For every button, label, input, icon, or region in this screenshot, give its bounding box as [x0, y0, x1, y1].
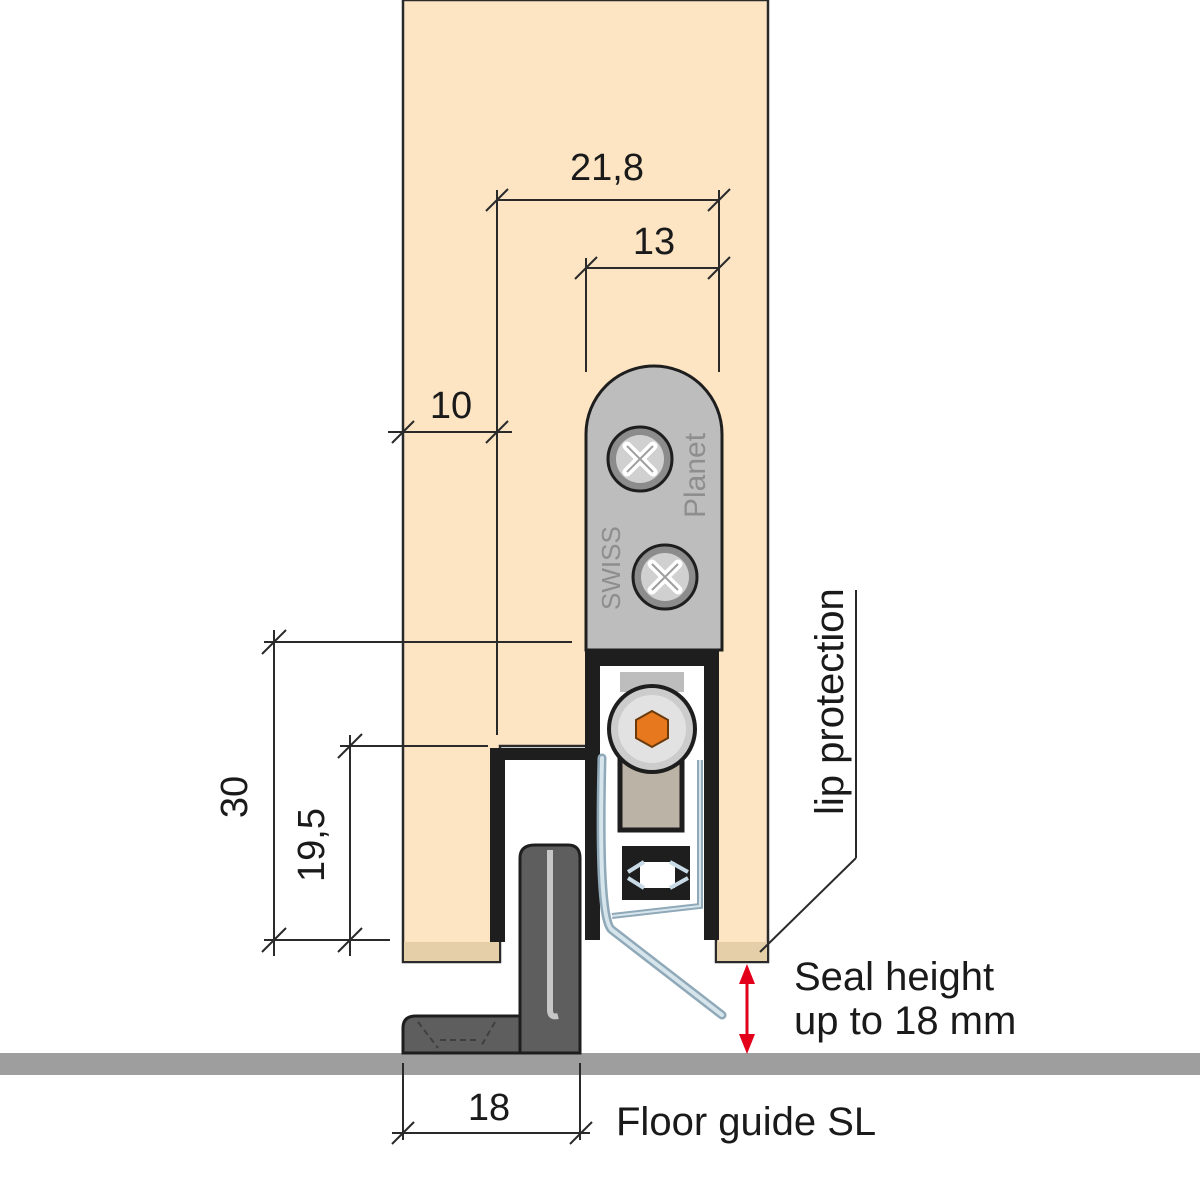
sealing-lip-highlight: [599, 756, 724, 1017]
sealing-lip-right-highlight: [611, 760, 701, 917]
label-seal-height-line2: up to 18 mm: [794, 999, 1016, 1043]
dimension-30: 30: [214, 776, 256, 818]
dimension-21-8: 21,8: [570, 147, 644, 189]
profile-hook: [490, 748, 588, 942]
floor-guide-base-groove: [417, 1021, 496, 1049]
label-floor-guide: Floor guide SL: [616, 1100, 876, 1144]
dimension-18: 18: [468, 1087, 510, 1129]
floor-guide-fin-ridge: [547, 850, 559, 1020]
seal-profile: [585, 650, 719, 940]
dimension-lines: [261, 188, 857, 1145]
screw-upper: [606, 425, 674, 493]
dimension-19-5: 19,5: [291, 808, 333, 882]
door-bottom-edge-left: [404, 942, 499, 961]
hex-socket-icon: [635, 709, 669, 749]
label-seal-height-line1: Seal height: [794, 955, 994, 999]
brand-swiss: SWISS: [596, 526, 626, 610]
floor: [0, 1053, 1200, 1075]
floor-guide-base: [401, 1014, 522, 1055]
carrier-clip: [626, 860, 689, 890]
dimension-10: 10: [430, 385, 472, 427]
door-bottom-edge-right: [717, 942, 767, 961]
screw-lower: [631, 543, 699, 611]
brand-planet: Planet: [679, 432, 712, 518]
dimension-13: 13: [633, 221, 675, 263]
seal-carrier: [622, 846, 690, 900]
label-lip-protection: lip protection: [808, 588, 852, 815]
seal-height-arrow: [739, 964, 755, 1054]
